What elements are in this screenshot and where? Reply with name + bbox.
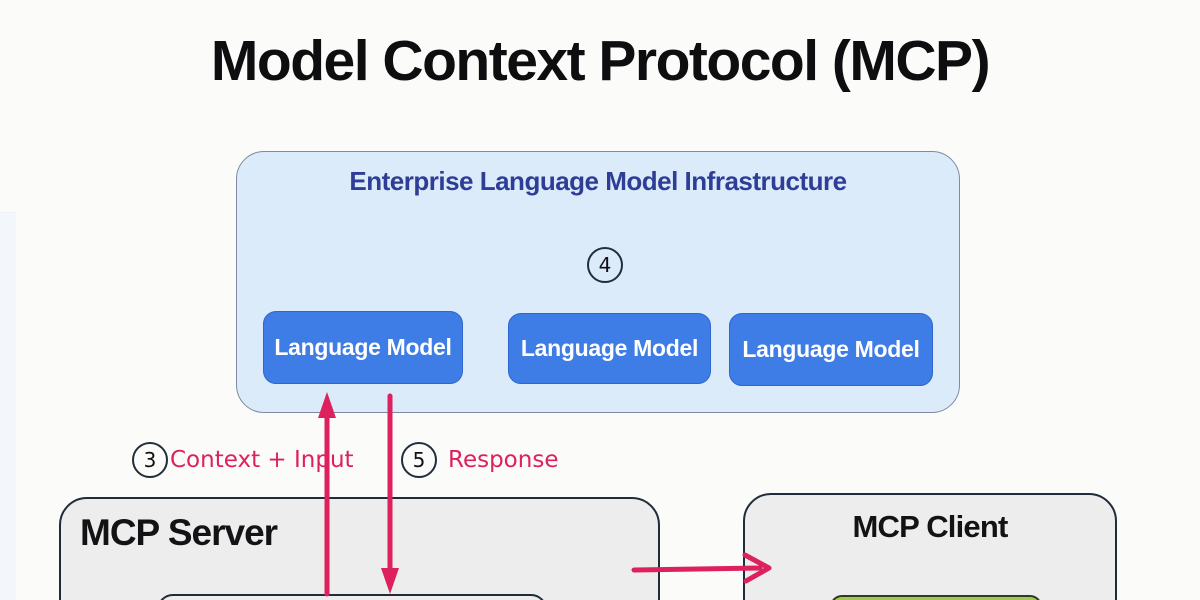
mcp-server-label: MCP Server — [80, 512, 278, 553]
page-title: Model Context Protocol (MCP) — [210, 29, 991, 93]
mcp-client-label: MCP Client — [852, 509, 1008, 544]
language-model-box-2: Language Model — [508, 313, 711, 384]
language-model-box-3: Language Model — [729, 313, 933, 386]
mcp-server-box: MCP Server — [59, 497, 660, 600]
server-inner-box — [157, 594, 547, 600]
language-model-box-1: Language Model — [263, 311, 463, 384]
step-5-badge: 5 — [401, 442, 437, 478]
mcp-client-box: MCP Client — [743, 493, 1117, 600]
enterprise-infrastructure-box: Enterprise Language Model Infrastructure… — [236, 151, 960, 413]
step-4-badge: 4 — [587, 247, 623, 283]
context-input-label: Context + Input — [170, 447, 354, 473]
enterprise-infrastructure-label: Enterprise Language Model Infrastructure — [349, 166, 847, 196]
response-label: Response — [448, 447, 559, 473]
step-3-badge: 3 — [132, 442, 168, 478]
page-edge-strip — [0, 212, 16, 600]
client-inner-green-box — [830, 595, 1042, 600]
